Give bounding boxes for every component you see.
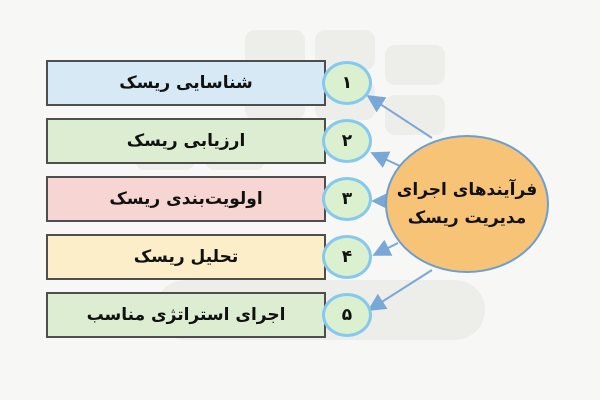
step-box-5: اجرای استراتژی مناسب bbox=[46, 292, 326, 338]
step-label-5: اجرای استراتژی مناسب bbox=[86, 305, 286, 325]
step-label-3: اولویت‌بندی ریسک bbox=[109, 189, 263, 209]
step-number-4: ۴ bbox=[322, 235, 372, 279]
step-box-2: ارزیابی ریسک bbox=[46, 118, 326, 164]
main-title-line-2: مدیریت ریسک bbox=[407, 208, 527, 228]
arrow-to-step-4 bbox=[372, 239, 399, 256]
arrow-to-step-2 bbox=[370, 151, 401, 168]
step-number-2: ۲ bbox=[322, 119, 372, 163]
step-number-5: ۵ bbox=[322, 293, 372, 337]
arrow-to-step-1 bbox=[366, 95, 433, 139]
arrow-to-step-5 bbox=[367, 269, 433, 311]
main-concept-circle: فرآیندهای اجرای مدیریت ریسک bbox=[385, 135, 549, 273]
step-box-3: اولویت‌بندی ریسک bbox=[46, 176, 326, 222]
step-box-4: تحلیل ریسک bbox=[46, 234, 326, 280]
step-label-4: تحلیل ریسک bbox=[133, 247, 239, 267]
step-number-3: ۳ bbox=[322, 177, 372, 221]
step-box-1: شناسایی ریسک bbox=[46, 60, 326, 106]
step-number-1: ۱ bbox=[322, 61, 372, 105]
main-title-line-1: فرآیندهای اجرای bbox=[396, 180, 538, 200]
step-label-1: شناسایی ریسک bbox=[119, 73, 253, 93]
step-label-2: ارزیابی ریسک bbox=[126, 131, 246, 151]
